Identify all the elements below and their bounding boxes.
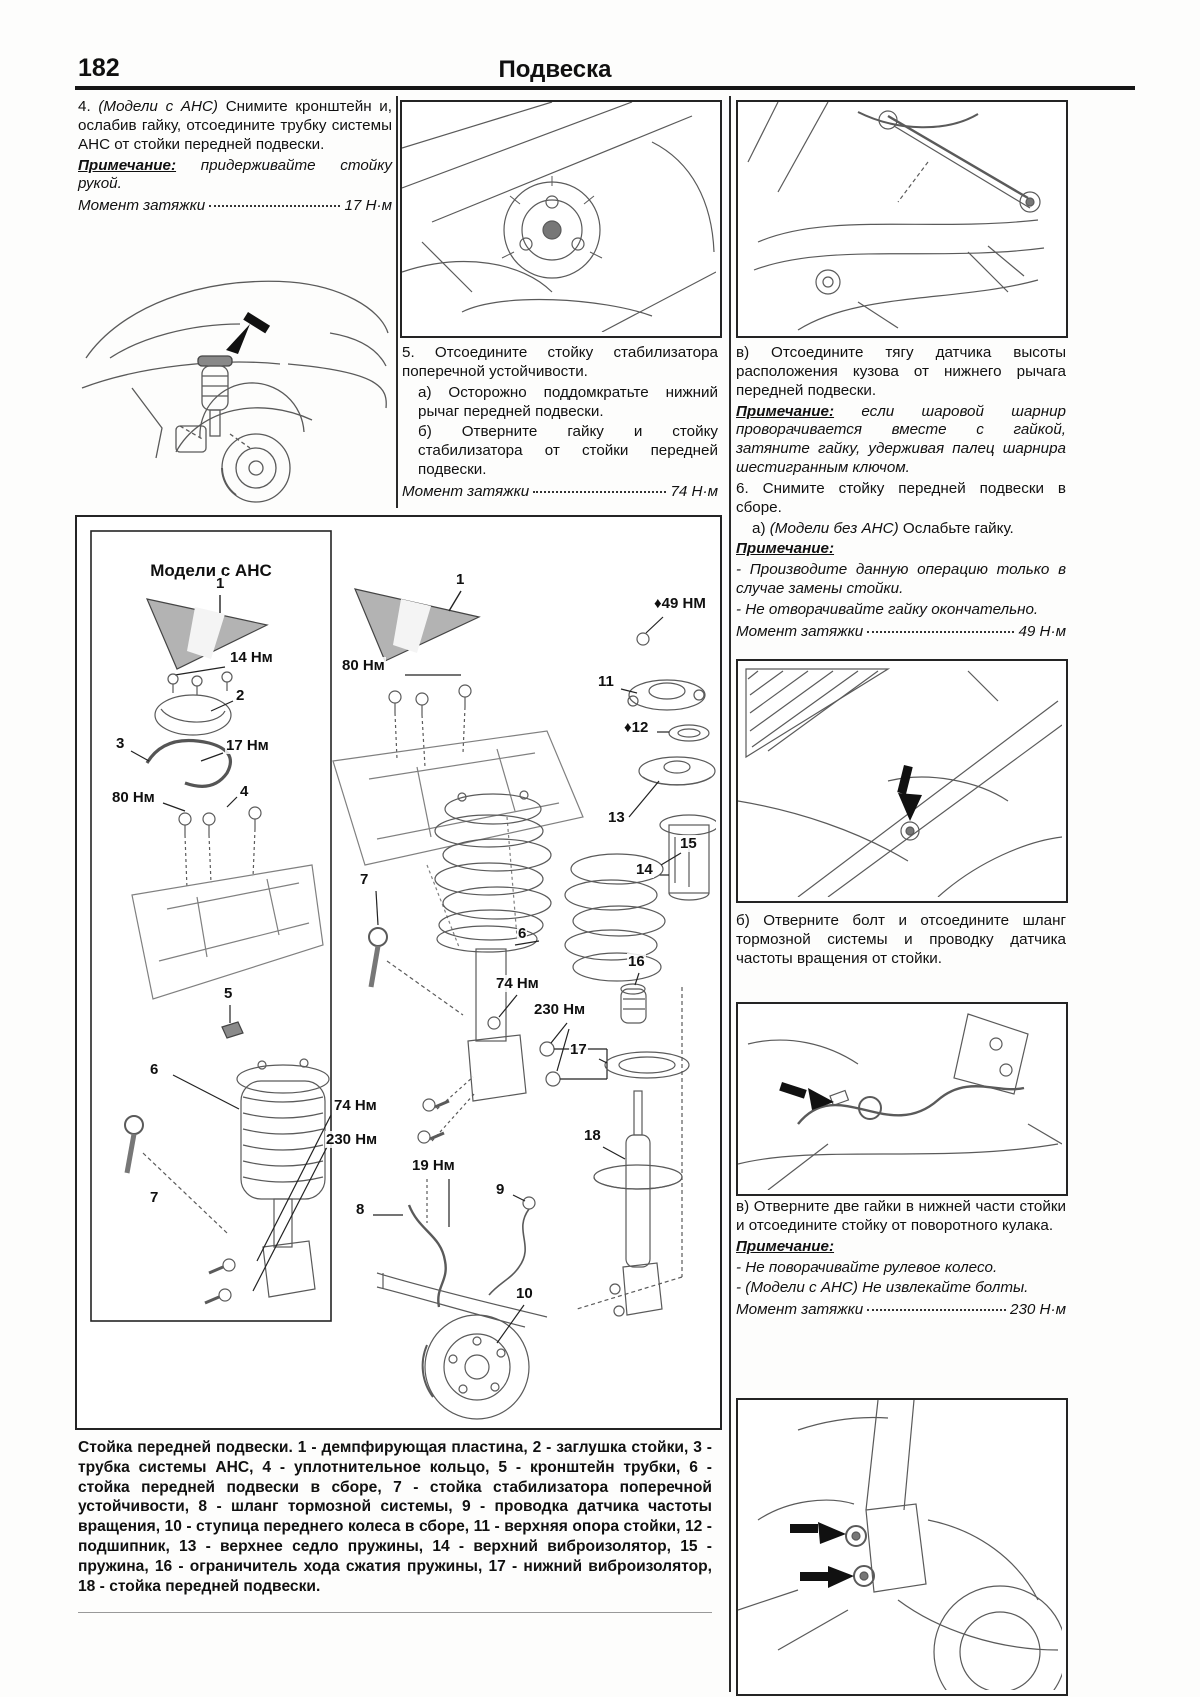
column-divider-right (729, 96, 731, 1692)
page-number: 182 (78, 54, 120, 82)
figure-exploded-strut: Модели с АНС 1 14 Нм 2 3 17 Нм 80 Нм 4 5… (75, 515, 722, 1430)
dot-leader (867, 1309, 1006, 1312)
part-label-1-ahc: 1 (215, 575, 226, 592)
bold-arrow (790, 1522, 854, 1588)
part-label-8: 8 (355, 1201, 366, 1218)
torque-label-49nm: ♦49 НМ (653, 595, 707, 612)
torque-label-74nm: 74 Нм (495, 975, 540, 992)
part-label-16: 16 (627, 953, 646, 970)
step-4-block: 4. (Модели с АНС) Снимите кронштейн и, о… (78, 98, 392, 216)
part-label-13: 13 (607, 809, 626, 826)
part-label-14: 14 (635, 861, 654, 878)
figure-car-ahc-strut (80, 238, 392, 506)
torque-label-80nm-ahc: 80 Нм (111, 789, 156, 806)
torque-label-74nm-ahc: 74 Нм (333, 1097, 378, 1114)
main-parts (332, 588, 716, 1420)
torque-label-230nm-ahc: 230 Нм (325, 1131, 379, 1148)
torque-label-17nm: 17 Нм (225, 737, 270, 754)
height-sensor-drawing (747, 102, 1045, 331)
torque-label-14nm: 14 Нм (229, 649, 274, 666)
dot-leader (533, 490, 667, 493)
note-4-label: Примечание: (736, 1237, 835, 1255)
bold-arrow (226, 312, 271, 354)
page-title: Подвеска (498, 56, 612, 83)
torque-label-19nm: 19 Нм (411, 1157, 456, 1174)
exploded-drawing (90, 530, 716, 1420)
step-5-block: 5. Отсоедините стойку стабилизатора попе… (402, 344, 718, 502)
step-4-models: (Модели с АНС) (98, 98, 218, 115)
ahc-inner-box (90, 530, 332, 1322)
part-label-17: 17 (569, 1041, 588, 1058)
caption-rule (78, 1612, 712, 1613)
figure-caption: Стойка передней подвески. 1 - демпфирующ… (78, 1439, 712, 1595)
header-rule (75, 86, 1135, 90)
note-3-label: Примечание: (736, 540, 835, 558)
part-label-15: 15 (679, 835, 698, 852)
step-5a-text: а) Осторожно поддомкратьте нижний рычаг … (418, 383, 718, 420)
figure-engine-bay (400, 100, 722, 338)
part-label-9: 9 (495, 1181, 506, 1198)
bold-arrow (779, 1082, 834, 1110)
step-b-block: б) Отверните болт и отсоедините шланг то… (736, 912, 1066, 971)
step-4-text: 4. (Модели с АНС) Снимите кронштейн и, о… (78, 98, 392, 153)
part-label-10: 10 (515, 1285, 534, 1302)
step-v-text: в) Отсоедините тягу датчика высоты распо… (736, 344, 1066, 399)
brake-hose-drawing (738, 1013, 1062, 1190)
column-divider-left (396, 96, 398, 508)
part-label-7-ahc: 7 (149, 1189, 160, 1206)
part-label-6-ahc: 6 (149, 1061, 160, 1078)
part-label-2: 2 (235, 687, 246, 704)
torque-label-230nm: 230 Нм (533, 1001, 587, 1018)
step-6-text: 6. Снимите стойку передней подвески в сб… (736, 479, 1066, 516)
step-5b-text: б) Отверните гайку и стойку стабилизатор… (418, 423, 718, 479)
part-label-18: 18 (583, 1127, 602, 1144)
figure-height-sensor-rod (736, 100, 1068, 338)
knuckle-drawing (738, 1400, 1062, 1690)
step-b-text: б) Отверните болт и отсоедините шланг то… (736, 912, 1066, 967)
note-3-item-1: - Производите данную операцию только в с… (736, 561, 1066, 598)
note-1: Примечание: придерживайте стойку рукой. (78, 156, 392, 193)
note-4-item-2: - (Модели с АНС) Не извлекайте болты. (736, 1279, 1029, 1297)
torque-label-80nm: 80 Нм (341, 657, 386, 674)
car-drawing (81, 280, 389, 503)
part-label-11: 11 (597, 673, 615, 690)
figure-loosen-nut (736, 659, 1068, 903)
bold-arrow (897, 765, 922, 821)
dot-leader (209, 205, 341, 208)
part-label-12: ♦12 (623, 719, 650, 736)
loosen-nut-drawing (738, 668, 1062, 897)
figure-knuckle-bolts (736, 1398, 1068, 1696)
note-3-item-2: - Не отворачивайте гайку окончательно. (736, 600, 1039, 618)
engine-bay-drawing (402, 102, 716, 332)
step-6a-text: а) (Модели без АНС) Ослабьте гайку. (752, 519, 1014, 537)
part-label-6: 6 (517, 925, 528, 942)
figure-brake-hose (736, 1002, 1068, 1196)
part-label-7: 7 (359, 871, 370, 888)
note-2: Примечание: если шаровой шарнир проворач… (736, 402, 1066, 477)
step-6a-models: (Модели без АНС) (769, 519, 899, 537)
step-v2-block: в) Отверните две гайки в нижней части ст… (736, 1198, 1066, 1320)
ahc-inner-title: Модели с АНС (150, 561, 272, 580)
step-v-block: в) Отсоедините тягу датчика высоты распо… (736, 344, 1066, 642)
dot-leader (867, 630, 1015, 633)
step-v2-text: в) Отверните две гайки в нижней части ст… (736, 1198, 1066, 1234)
part-label-3: 3 (115, 735, 126, 752)
part-label-1: 1 (455, 571, 466, 588)
note-4-item-1: - Не поворачивайте рулевое колесо. (736, 1258, 998, 1276)
part-label-4: 4 (239, 783, 250, 800)
part-label-5: 5 (223, 985, 234, 1002)
step-5-text: 5. Отсоедините стойку стабилизатора попе… (402, 344, 718, 380)
